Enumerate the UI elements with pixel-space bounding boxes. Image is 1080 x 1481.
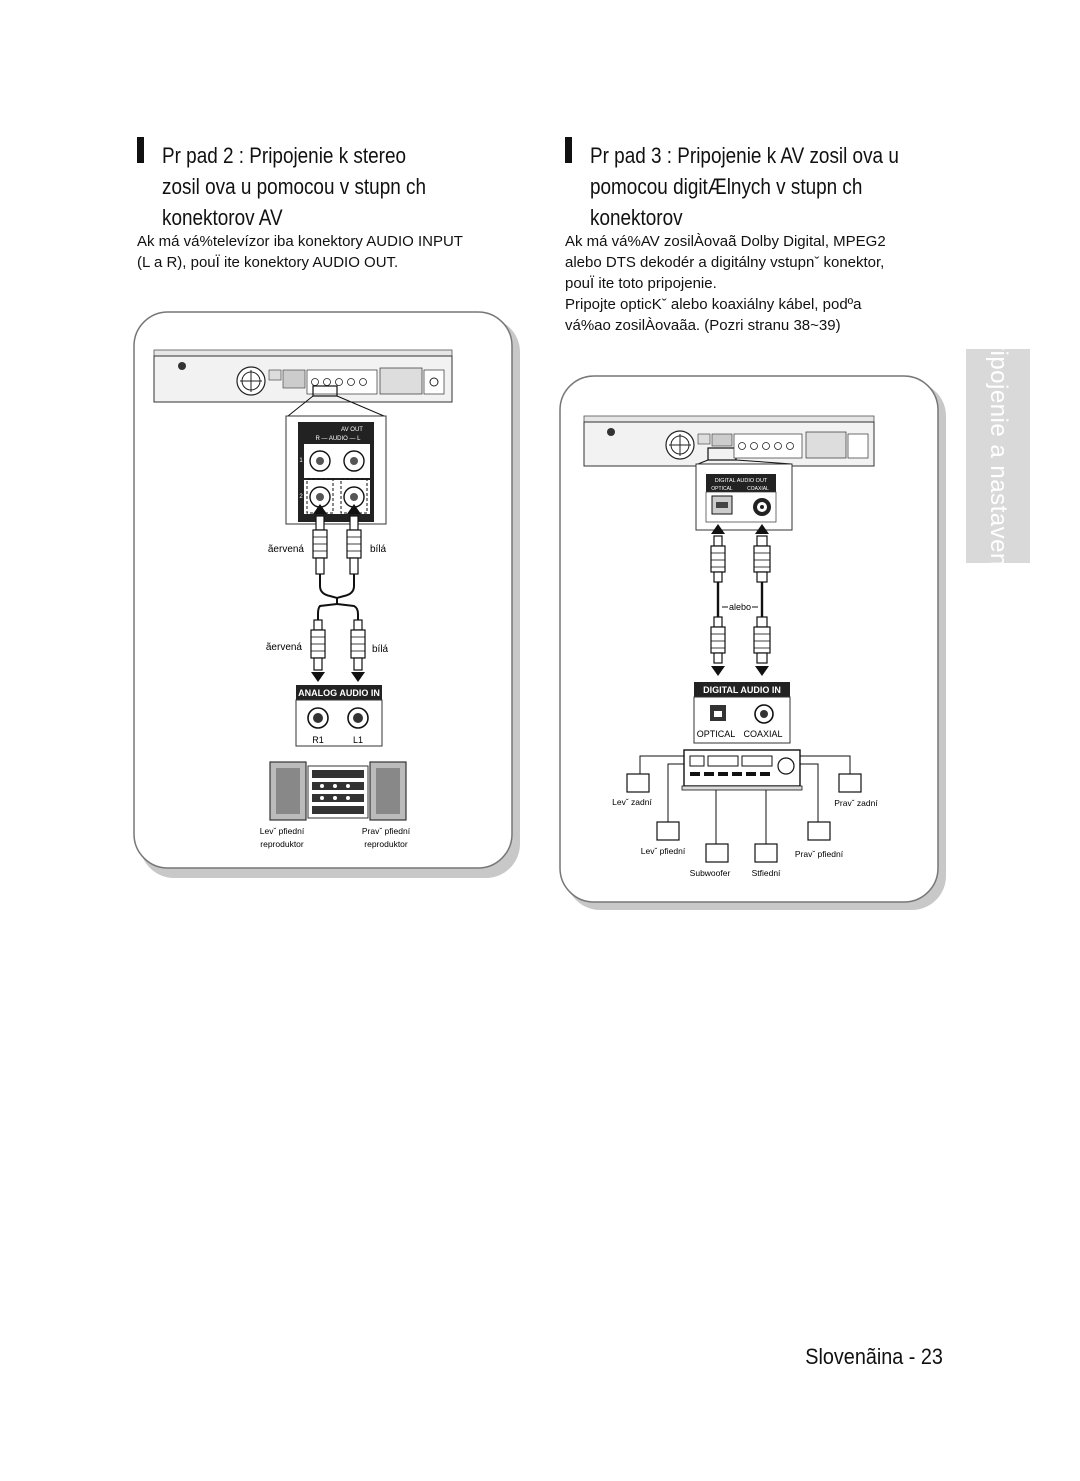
- digital-audio-out-callout: DIGITAL AUDIO OUT OPTICAL COAXIAL: [695, 463, 793, 531]
- right-front-speaker-label: Pravˇ pfiední: [362, 826, 411, 836]
- digital-connection-diagram: DIGITAL AUDIO OUT OPTICAL COAXIAL alebo: [559, 375, 946, 910]
- av-amplifier: [681, 749, 803, 791]
- heading-case-3: Pr pad 3 : Pripojenie k AV zosil ova u p…: [590, 140, 899, 233]
- l1-label: L1: [353, 735, 363, 745]
- heading-line: Pr pad 2 : Pripojenie k stereo: [162, 143, 406, 168]
- red-label: ãervená: [268, 544, 305, 555]
- or-label: alebo: [729, 602, 751, 612]
- digital-audio-out-label: DIGITAL AUDIO OUT: [715, 478, 768, 484]
- r1-label: R1: [312, 735, 324, 745]
- stereo-connection-diagram: AV OUT R — AUDIO — L 1 2 ãervená bílá: [133, 311, 520, 878]
- heading-line: konektorov: [590, 205, 683, 230]
- coaxial-label: COAXIAL: [743, 729, 782, 739]
- red-label: ãervená: [266, 642, 303, 653]
- body-line: pouÏ ite toto pripojenie.: [565, 275, 717, 292]
- coaxial-small-label: COAXIAL: [747, 486, 769, 492]
- right-rear-label: Pravˇ zadní: [834, 798, 878, 808]
- subwoofer-label: Subwoofer: [690, 868, 731, 878]
- chapter-side-tab-label: Pripojenie a nastavenie: [985, 325, 1012, 587]
- left-front-label: Levˇ pfiední: [641, 846, 686, 856]
- digital-audio-in-panel: DIGITAL AUDIO IN OPTICAL COAXIAL: [693, 682, 791, 744]
- heading-line: pomocou digitÆlnych v stupn ch: [590, 174, 863, 199]
- section-marker-left: [137, 137, 144, 163]
- right-front-label: Pravˇ pfiední: [795, 849, 844, 859]
- optical-small-label: OPTICAL: [711, 486, 733, 492]
- recorder-back-panel: [583, 415, 875, 467]
- body-line: Pripojte opticKˇ alebo koaxiálny kábel, …: [565, 296, 862, 313]
- chapter-side-tab: Pripojenie a nastavenie: [966, 325, 1030, 587]
- body-line: Ak má vá%AV zosilÀovaã Dolby Digital, MP…: [565, 233, 886, 250]
- body-line: Ak má vá%televízor iba konektory AUDIO I…: [137, 233, 463, 250]
- center-label: Stfiední: [752, 868, 781, 878]
- body-line: alebo DTS dekodér a digitálny vstupnˇ ko…: [565, 254, 885, 271]
- left-rear-label: Levˇ zadní: [612, 797, 652, 807]
- av-out-label: AV OUT: [341, 427, 363, 433]
- analog-audio-in-panel: ANALOG AUDIO IN R1 L1: [295, 685, 383, 747]
- optical-label: OPTICAL: [697, 729, 736, 739]
- stereo-system: [269, 761, 407, 821]
- white-label: bílá: [372, 644, 389, 655]
- speaker-boxes: [626, 773, 862, 863]
- right-front-speaker-label: reproduktor: [364, 839, 408, 849]
- recorder-back-panel: [153, 349, 453, 403]
- row-1-label: 1: [299, 458, 303, 464]
- page-number: Slovenãina - 23: [805, 1344, 943, 1369]
- body-case-3: Ak má vá%AV zosilÀovaã Dolby Digital, MP…: [565, 231, 886, 336]
- heading-line: zosil ova u pomocou v stupn ch: [162, 174, 426, 199]
- body-line: (L a R), pouÏ ite konektory AUDIO OUT.: [137, 254, 399, 271]
- digital-audio-in-label: DIGITAL AUDIO IN: [703, 685, 781, 695]
- section-marker-right: [565, 137, 572, 163]
- av-out-callout: AV OUT R — AUDIO — L 1 2: [285, 415, 387, 525]
- white-label: bílá: [370, 544, 387, 555]
- heading-line: konektorov AV: [162, 205, 283, 230]
- left-front-speaker-label: reproduktor: [260, 839, 304, 849]
- heading-case-2: Pr pad 2 : Pripojenie k stereo zosil ova…: [162, 140, 426, 233]
- row-2-label: 2: [299, 494, 303, 500]
- left-front-speaker-label: Levˇ pfiední: [260, 826, 305, 836]
- audio-label: R — AUDIO — L: [315, 436, 361, 442]
- heading-line: Pr pad 3 : Pripojenie k AV zosil ova u: [590, 143, 899, 168]
- body-case-2: Ak má vá%televízor iba konektory AUDIO I…: [137, 231, 463, 273]
- body-line: vá%ao zosilÀovaãa. (Pozri stranu 38~39): [565, 317, 841, 334]
- analog-audio-in-label: ANALOG AUDIO IN: [298, 688, 380, 698]
